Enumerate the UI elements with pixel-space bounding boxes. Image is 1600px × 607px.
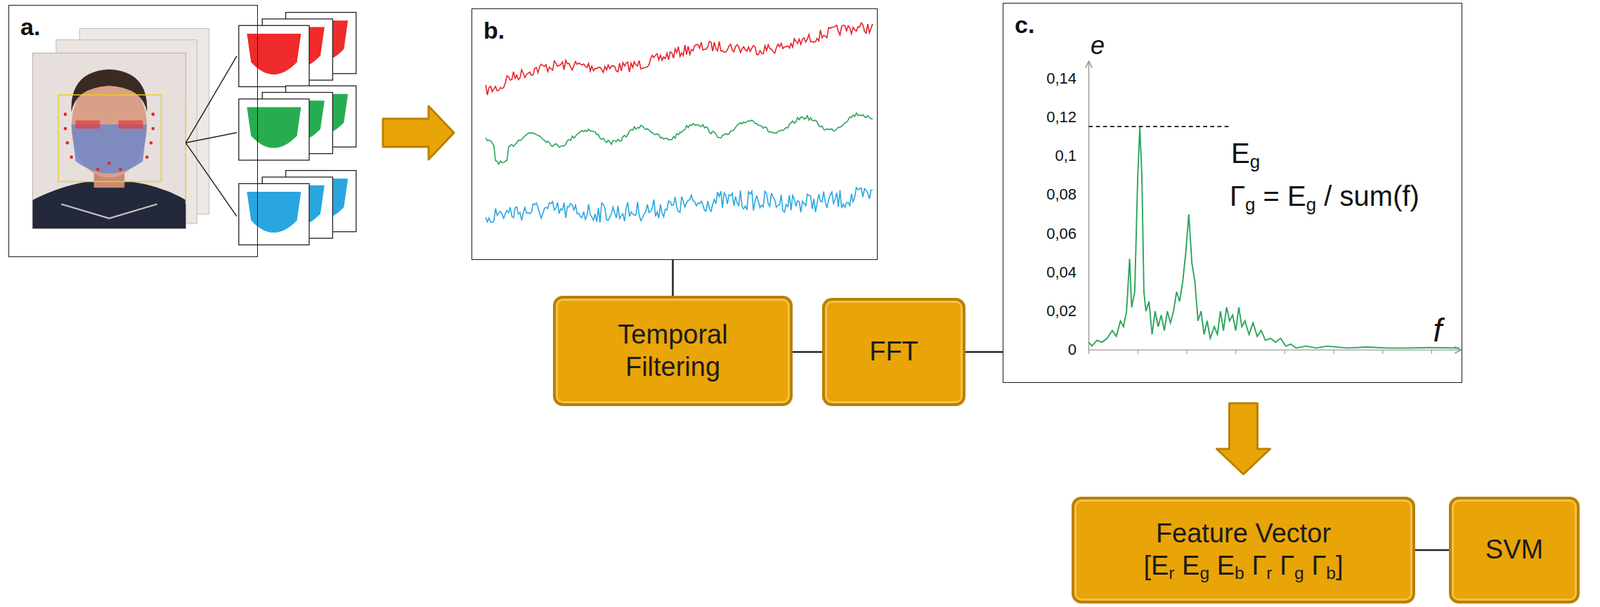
mask-stacks (238, 12, 357, 246)
block-arrow (1217, 403, 1271, 475)
spectrum-axes (1088, 61, 1461, 355)
panel-letter: a. (20, 14, 246, 41)
tick-label: 0,04 (1046, 264, 1077, 282)
tick-label: 0,02 (1046, 302, 1077, 320)
process-box: SVM (1448, 496, 1580, 604)
tick-label: 0,14 (1046, 70, 1077, 88)
tick-label: 0,08 (1046, 186, 1077, 204)
axis-label: f (1433, 312, 1443, 349)
figure-panel: a. (8, 4, 258, 258)
connector-line (671, 259, 674, 296)
tick-label: 0,12 (1046, 108, 1077, 126)
tick-label: 0,06 (1046, 225, 1077, 243)
face-photos (32, 28, 237, 230)
box-label: Feature Vector (1155, 517, 1331, 551)
tick-label: 0 (1068, 341, 1077, 359)
axis-label: e (1090, 31, 1105, 60)
connector-line (1415, 549, 1449, 552)
spectrum-curve (1088, 127, 1459, 349)
box-label: [Er Eg Eb Γr Γg Γb] (1143, 550, 1343, 583)
box-label: Temporal Filtering (588, 319, 758, 383)
connector-line (792, 351, 823, 354)
peak-label: Eg (1231, 137, 1260, 169)
figure-panel: c. (1002, 2, 1463, 383)
color-signals (485, 23, 873, 223)
tick-label: 0,1 (1054, 147, 1077, 165)
process-box: Feature Vector[Er Eg Eb Γr Γg Γb] (1071, 496, 1416, 604)
panel-letter: b. (483, 17, 866, 44)
block-arrow (382, 106, 454, 160)
figure-panel: b. (471, 8, 878, 260)
process-box: FFT (822, 297, 966, 407)
formula: Γg = Eg / sum(f) (1229, 180, 1420, 212)
connector-line (965, 351, 1003, 354)
box-label: SVM (1485, 534, 1544, 567)
box-label: FFT (869, 335, 919, 369)
panel-letter: c. (1014, 11, 1451, 38)
process-box: Temporal Filtering (553, 295, 793, 407)
